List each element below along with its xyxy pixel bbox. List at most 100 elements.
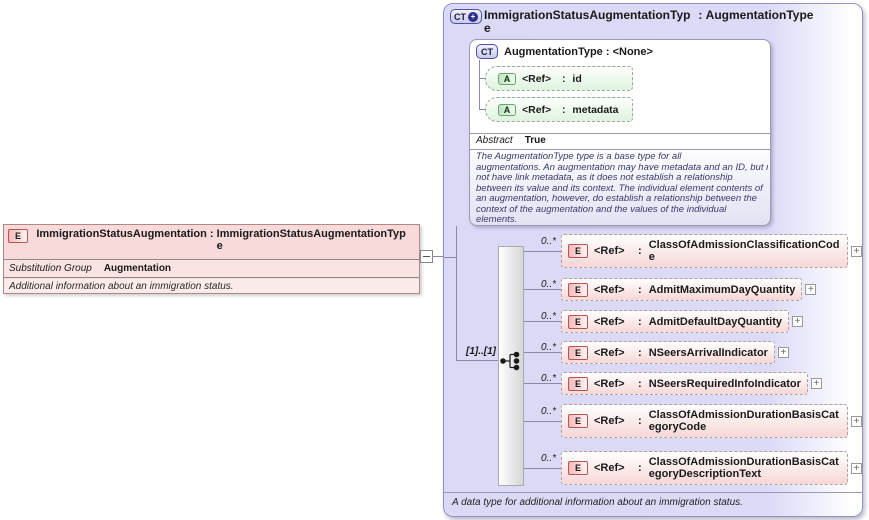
- connector-line: [524, 383, 561, 384]
- cardinality-label: 0..*: [540, 311, 556, 322]
- abstract-value: True: [524, 135, 546, 146]
- connector-line: [444, 257, 456, 258]
- cardinality-label: 0..*: [540, 236, 556, 247]
- attribute-ref-label: <Ref>: [522, 103, 552, 116]
- element-type-name: ImmigrationStatusAugmentationType: [216, 228, 406, 252]
- element-ref-label: <Ref>: [594, 377, 625, 390]
- expand-icon[interactable]: +: [777, 347, 789, 358]
- base-type-header: CT AugmentationType : <None>: [476, 44, 766, 59]
- substitution-group-row: Substitution Group Augmentation: [4, 259, 419, 278]
- type-description: A data type for additional information a…: [452, 497, 743, 508]
- element-badge-icon: E: [568, 461, 588, 475]
- expand-icon[interactable]: +: [791, 316, 803, 327]
- expand-icon[interactable]: +: [851, 462, 862, 474]
- element-node-admit-maximum-day-quantity[interactable]: E <Ref> : AdmitMaximumDayQuantity: [561, 278, 803, 301]
- element-row: E <Ref> : ClassOfAdmissionDurationBasisC…: [561, 451, 862, 485]
- element-name: ClassOfAdmissionDurationBasisCategoryCod…: [648, 409, 839, 433]
- minus-icon: [423, 256, 430, 257]
- colon: :: [638, 245, 645, 257]
- colon: :: [638, 415, 645, 427]
- model-group-cardinality: [1]..[1]: [466, 346, 496, 357]
- element-description: Additional information about an immigrat…: [4, 279, 419, 293]
- substitution-group-value: Augmentation: [103, 263, 172, 274]
- element-name: ImmigrationStatusAugmentation: [36, 228, 207, 240]
- expand-icon[interactable]: +: [805, 284, 817, 295]
- element-badge-icon: E: [568, 314, 588, 329]
- cardinality-label: 0..*: [540, 453, 556, 464]
- colon: :: [638, 315, 645, 328]
- attribute-name: metadata: [572, 103, 619, 116]
- colon: :: [638, 377, 645, 390]
- attribute-name: id: [572, 72, 582, 85]
- element-badge-icon: E: [8, 229, 28, 243]
- element-title: ImmigrationStatusAugmentation : Immigrat…: [32, 228, 415, 256]
- element-node-nseers-arrival-indicator[interactable]: E <Ref> : NSeersArrivalIndicator: [561, 341, 775, 364]
- cardinality-label: 0..*: [540, 279, 556, 290]
- cardinality-label: 0..*: [540, 342, 556, 353]
- element-badge-icon: E: [568, 244, 588, 258]
- element-ref-label: <Ref>: [594, 415, 625, 427]
- element-row: E <Ref> : NSeersArrivalIndicator +: [561, 341, 789, 364]
- expand-icon[interactable]: +: [851, 415, 862, 427]
- element-title-row: E ImmigrationStatusAugmentation : Immigr…: [4, 225, 419, 259]
- complex-type-plus-badge: CT+: [450, 9, 482, 24]
- cardinality-label: 0..*: [540, 373, 556, 384]
- element-ref-label: <Ref>: [594, 346, 625, 359]
- divider: [470, 149, 770, 150]
- element-node-class-of-admission-classification-code[interactable]: E <Ref> : ClassOfAdmissionClassification…: [561, 234, 848, 268]
- attribute-node-metadata[interactable]: A <Ref> : metadata: [485, 97, 633, 122]
- base-type-node-augmentation-type[interactable]: CT AugmentationType : <None> A <Ref> : i…: [469, 39, 771, 226]
- collapse-handle-icon[interactable]: [420, 250, 433, 263]
- colon: :: [638, 462, 645, 474]
- element-row: E <Ref> : AdmitMaximumDayQuantity +: [561, 278, 817, 301]
- element-badge-icon: E: [568, 414, 588, 428]
- colon: :: [562, 103, 569, 116]
- element-node-immigration-status-augmentation[interactable]: E ImmigrationStatusAugmentation : Immigr…: [3, 224, 420, 294]
- element-node-class-of-admission-duration-basis-category-code[interactable]: E <Ref> : ClassOfAdmissionDurationBasisC…: [561, 404, 848, 438]
- base-type-description: The AugmentationType type is a base type…: [476, 152, 768, 223]
- element-badge-icon: E: [568, 282, 588, 297]
- connector-line: [524, 352, 561, 353]
- ct-badge-icon: CT: [476, 44, 498, 59]
- element-row: E <Ref> : AdmitDefaultDayQuantity +: [561, 310, 803, 333]
- ct-badge-icon: CT+: [450, 9, 482, 24]
- type-node-immigration-status-augmentation-type[interactable]: CT+ ImmigrationStatusAugmentationType : …: [443, 3, 863, 517]
- element-ref-label: <Ref>: [594, 315, 625, 328]
- element-node-admit-default-day-quantity[interactable]: E <Ref> : AdmitDefaultDayQuantity: [561, 310, 789, 333]
- element-ref-label: <Ref>: [594, 462, 625, 474]
- attribute-connector-line: [479, 78, 485, 79]
- attribute-connector-line: [479, 60, 480, 110]
- connector-line: [456, 226, 457, 361]
- colon: :: [638, 283, 645, 296]
- element-row: E <Ref> : ClassOfAdmissionDurationBasisC…: [561, 404, 862, 438]
- type-separator: :: [695, 8, 706, 22]
- expand-icon[interactable]: +: [810, 378, 822, 389]
- abstract-row: Abstract True: [476, 135, 546, 146]
- connector-line: [524, 421, 561, 422]
- substitution-group-label: Substitution Group: [9, 263, 92, 274]
- expand-icon[interactable]: +: [851, 245, 862, 257]
- element-name: ClassOfAdmissionDurationBasisCategoryDes…: [648, 456, 839, 480]
- colon: :: [638, 346, 645, 359]
- type-title: ImmigrationStatusAugmentationType : Augm…: [484, 9, 852, 35]
- connector-line: [524, 289, 561, 290]
- element-name: ClassOfAdmissionClassificationCode: [648, 239, 840, 263]
- connector-line: [524, 468, 561, 469]
- connector-line: [524, 321, 561, 322]
- connector-line: [456, 360, 498, 361]
- type-separator: :: [206, 228, 217, 240]
- element-ref-label: <Ref>: [594, 245, 625, 257]
- element-name: NSeersArrivalIndicator: [648, 346, 768, 359]
- cardinality-label: 0..*: [540, 406, 556, 417]
- element-name: AdmitMaximumDayQuantity: [648, 283, 796, 296]
- element-name: NSeersRequiredInfoIndicator: [648, 377, 801, 390]
- base-type-title: AugmentationType : <None>: [504, 45, 653, 58]
- element-name: AdmitDefaultDayQuantity: [648, 315, 782, 328]
- element-node-class-of-admission-duration-basis-category-description-text[interactable]: E <Ref> : ClassOfAdmissionDurationBasisC…: [561, 451, 848, 485]
- type-name: ImmigrationStatusAugmentationType: [484, 8, 691, 35]
- element-node-nseers-required-info-indicator[interactable]: E <Ref> : NSeersRequiredInfoIndicator: [561, 372, 808, 395]
- attribute-connector-line: [479, 109, 485, 110]
- attribute-node-id[interactable]: A <Ref> : id: [485, 66, 633, 91]
- element-badge-icon: E: [568, 376, 588, 391]
- colon: :: [562, 72, 569, 85]
